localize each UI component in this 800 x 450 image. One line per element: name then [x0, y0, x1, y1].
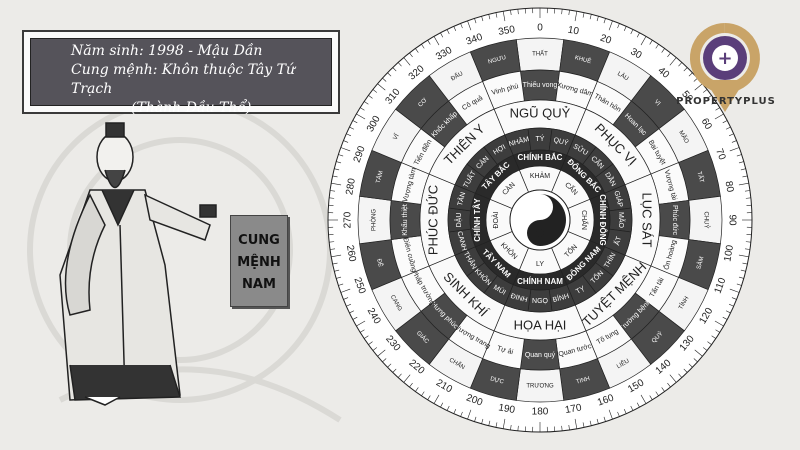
degree-label-170: 170 — [564, 402, 583, 416]
cung-menh-nam-card: CUNG MỆNH NAM — [230, 215, 288, 307]
outer-ring-label: VỊ — [653, 99, 661, 107]
degree-label-20: 20 — [599, 33, 614, 47]
degree-label-260: 260 — [344, 244, 358, 263]
mountain-label: ĐINH — [510, 293, 528, 304]
yin-dot — [536, 229, 544, 237]
degree-label-250: 250 — [351, 276, 367, 296]
outer-star-label: Quan quý — [525, 352, 556, 359]
star-label-2: LỤC SÁT — [640, 193, 655, 248]
degree-label-30: 30 — [628, 46, 644, 61]
outer-ring-label: ĐÊ — [375, 258, 385, 268]
outer-ring-label: TÂM — [375, 170, 385, 184]
degree-label-80: 80 — [723, 180, 736, 193]
trigram-label: ĐOÀI — [491, 211, 500, 228]
degree-label-340: 340 — [465, 32, 485, 48]
direction-label: CHÍNH TÂY — [473, 198, 482, 242]
outer-ring-label: CƠ — [418, 98, 429, 109]
direction-label: CHÍNH NAM — [517, 277, 563, 286]
degree-label-60: 60 — [699, 117, 714, 133]
degree-label-350: 350 — [498, 24, 517, 38]
degree-label-90: 90 — [726, 214, 737, 226]
outer-ring-label: THẤT — [532, 51, 548, 58]
degree-label-110: 110 — [713, 276, 729, 295]
trigram-label: KHẢM — [530, 171, 550, 180]
outer-ring-label: TRƯƠNG — [526, 384, 554, 390]
man-illustration — [59, 122, 217, 406]
yang-dot — [536, 203, 544, 211]
mountain-label: TỴ — [575, 285, 587, 296]
birth-year-text: Năm sinh: 1998 - Mậu Dần — [71, 43, 263, 59]
outer-star-label: Phúc đức — [671, 205, 678, 235]
trigram-label: CHẤN — [580, 210, 590, 230]
outer-star-label: Khẩu thiệt — [401, 204, 409, 236]
outer-ring-label: SÂM — [695, 256, 705, 270]
mountain-label: ẤT — [611, 234, 623, 246]
element-text: (Thành Đầu Thổ) — [131, 100, 252, 116]
outer-ring-label: LÂU — [616, 70, 630, 82]
star-label-4: HỌA HẠI — [514, 317, 567, 332]
outer-star-label: Tự ải — [496, 345, 514, 356]
nam-word: NAM — [242, 277, 276, 292]
direction-label: CHÍNH BẮC — [518, 153, 563, 162]
star-label-6: PHÚC ĐỨC — [425, 185, 440, 255]
outer-ring-label: NGƯU — [487, 55, 506, 66]
degree-label-270: 270 — [343, 211, 354, 228]
mountain-label: NGỌ — [532, 298, 549, 305]
degree-label-180: 180 — [532, 407, 549, 418]
outer-ring-label: PHÒNG — [371, 209, 378, 231]
cung-word: CUNG — [238, 233, 280, 248]
mountain-label: TÝ — [536, 134, 545, 143]
birth-info-box: Năm sinh: 1998 - Mậu Dần Cung mệnh: Khôn… — [22, 30, 340, 116]
logo-plus-symbol: + — [717, 48, 732, 69]
outer-star-label: Thiếu vong — [523, 80, 558, 89]
degree-label-290: 290 — [352, 144, 368, 164]
degree-label-0: 0 — [537, 23, 543, 34]
outer-ring-label: DỰC — [489, 376, 505, 386]
outer-ring-label: TẤT — [695, 171, 705, 184]
star-label-0: NGŨ QUỶ — [510, 105, 571, 120]
menh-word: MỆNH — [237, 255, 281, 270]
mountain-label: CANH — [455, 231, 467, 252]
mountain-label: MÃO — [617, 212, 626, 229]
direction-label: CHÍNH ĐÔNG — [598, 194, 607, 246]
degree-label-70: 70 — [713, 147, 727, 162]
trigram-label: LY — [536, 261, 544, 268]
logo-text: PROPERTYPLUS — [676, 96, 776, 107]
destiny-text: Cung mệnh: Khôn thuộc Tây Tứ Trạch — [71, 62, 295, 97]
mountain-label: DẬU — [454, 213, 463, 228]
propertyplus-logo-icon: + — [690, 23, 760, 112]
degree-label-10: 10 — [567, 25, 580, 38]
degree-label-190: 190 — [497, 402, 516, 416]
outer-ring-label: TINH — [576, 376, 591, 385]
degree-label-280: 280 — [344, 177, 358, 196]
outer-ring-label: VĨ — [392, 133, 401, 142]
degree-label-100: 100 — [722, 244, 736, 263]
outer-ring-label: CHUỶ — [702, 211, 709, 228]
